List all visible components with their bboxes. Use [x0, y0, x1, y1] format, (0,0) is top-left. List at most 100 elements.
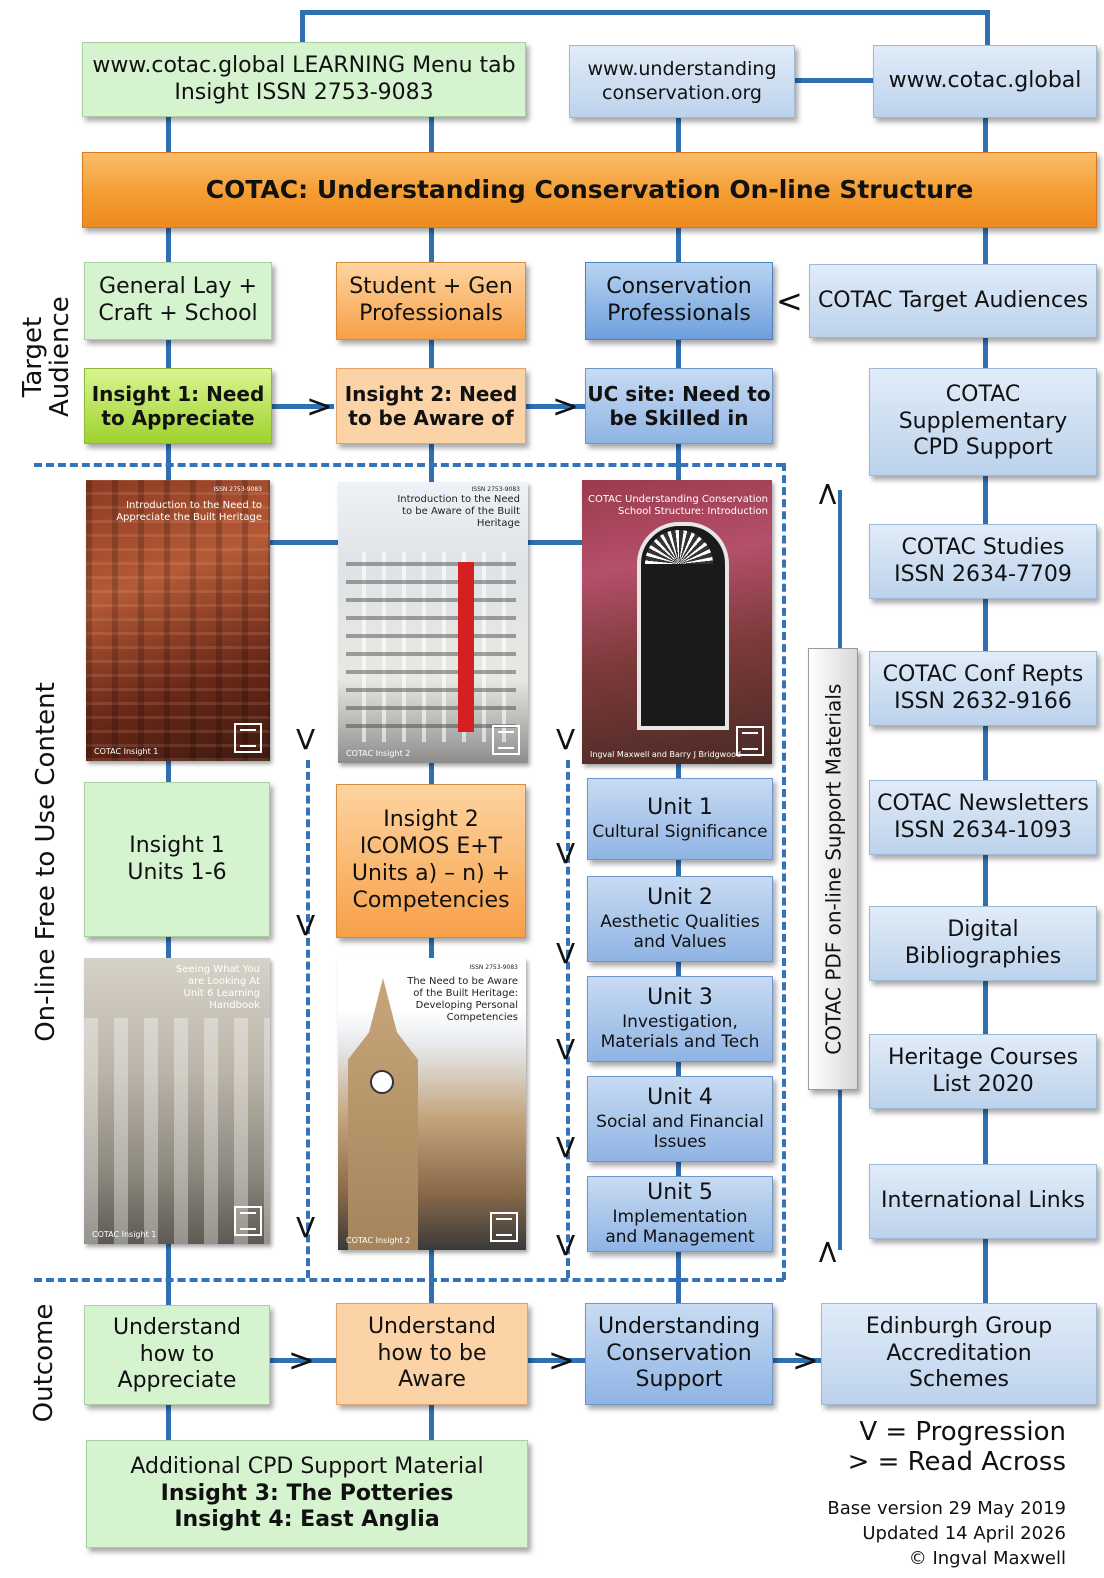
- competencies-cover-title-line2: of the Built Heritage:: [413, 988, 518, 999]
- insight2-units-line2: ICOMOS E+T: [359, 834, 503, 860]
- unit-1-subtitle: Cultural Significance: [592, 822, 768, 843]
- insight1-cover-issn: ISSN 2753-9083: [213, 486, 263, 493]
- level-insight2-line2: to be Aware of: [348, 406, 514, 430]
- version-notes: Base version 29 May 2019 Updated 14 Apri…: [827, 1496, 1066, 1572]
- uc-cover-footer: Ingval Maxwell and Barry J Bridgwood: [590, 750, 742, 759]
- insight2-cover[interactable]: Introduction to the Need to be Aware of …: [338, 482, 528, 763]
- insight2-cover-title-line3: Heritage: [476, 518, 520, 529]
- col1-line: [166, 115, 171, 1445]
- target-audiences-label: COTAC Target Audiences: [817, 287, 1089, 313]
- outcome-aware[interactable]: Understand how to be Aware: [336, 1303, 528, 1405]
- top-loop-left: [300, 10, 305, 48]
- learning-menu-line1: www.cotac.global LEARNING Menu tab: [92, 52, 516, 78]
- support-arrow-top: <: [809, 480, 848, 508]
- unit6-cover-title-line1: Seeing What You: [176, 964, 260, 975]
- online-content-text: On-line Free to Use Content: [31, 682, 61, 1042]
- unit-2-subtitle-line1: Aesthetic Qualities: [600, 911, 760, 932]
- audience-lay-line2: Craft + School: [98, 301, 258, 326]
- conf-repts-box[interactable]: COTAC Conf Repts ISSN 2632-9166: [869, 651, 1097, 726]
- audience-conservation-line1: Conservation: [606, 274, 752, 300]
- unit-2-title: Unit 2: [647, 884, 713, 910]
- cotac-studies-box[interactable]: COTAC Studies ISSN 2634-7709: [869, 524, 1097, 599]
- cotac-site-box[interactable]: www.cotac.global: [873, 45, 1097, 118]
- insight1-cover-title-line2: Appreciate the Built Heritage: [116, 512, 262, 523]
- unit-1-title: Unit 1: [647, 795, 713, 821]
- audience-student[interactable]: Student + Gen Professionals: [336, 262, 526, 340]
- read-across-back-symbol: <: [776, 282, 803, 320]
- bibliographies-box[interactable]: Digital Bibliographies: [869, 906, 1097, 981]
- read-across-symbol-5: >: [792, 1341, 819, 1379]
- cotac-logo-icon: [234, 723, 262, 753]
- insight1-units-line1: Insight 1: [129, 832, 225, 858]
- newsletters-box[interactable]: COTAC Newsletters ISSN 2634-1093: [869, 780, 1097, 855]
- progression-v-8: V: [556, 1131, 576, 1164]
- unit6-cover-footer: COTAC Insight 1: [92, 1230, 157, 1239]
- read-across-symbol-1: >: [306, 387, 333, 425]
- read-across-symbol-3: >: [288, 1341, 315, 1379]
- level-link-2: [526, 404, 586, 409]
- uc-cover-title-line2: School Structure: Introduction: [617, 506, 768, 517]
- cotac-logo-icon: [736, 726, 764, 756]
- audience-student-line2: Professionals: [359, 301, 503, 326]
- unit-5-box[interactable]: Unit 5 Implementation and Management: [587, 1176, 773, 1252]
- outcome-uc-support[interactable]: Understanding Conservation Support: [585, 1303, 773, 1405]
- structure-title-text: COTAC: Understanding Conservation On-lin…: [205, 174, 974, 204]
- uc-cover[interactable]: COTAC Understanding Conservation School …: [582, 480, 772, 764]
- level-uc-site[interactable]: UC site: Need to be Skilled in: [585, 368, 773, 444]
- competencies-cover-title-line1: The Need to be Aware: [407, 976, 518, 987]
- competencies-cover[interactable]: The Need to be Aware of the Built Herita…: [338, 958, 526, 1250]
- outcome-link-1: [270, 1358, 336, 1363]
- insight2-units-line1: Insight 2: [383, 807, 479, 833]
- unit-3-subtitle-line2: Materials and Tech: [600, 1032, 760, 1053]
- outcome-uc-support-line2: Conservation: [606, 1340, 752, 1366]
- international-links-box[interactable]: International Links: [869, 1164, 1097, 1239]
- level-insight2[interactable]: Insight 2: Need to be Aware of: [336, 368, 526, 444]
- unit-2-subtitle-line2: and Values: [633, 932, 727, 953]
- outcome-appreciate[interactable]: Understand how to Appreciate: [84, 1305, 270, 1405]
- top-loop-line: [302, 10, 990, 15]
- unit-2-box[interactable]: Unit 2 Aesthetic Qualities and Values: [587, 876, 773, 962]
- structure-title: COTAC: Understanding Conservation On-lin…: [82, 152, 1097, 228]
- unit6-cover-title: Seeing What You are Looking At Unit 6 Le…: [176, 964, 260, 1012]
- unit-1-box[interactable]: Unit 1 Cultural Significance: [587, 778, 773, 860]
- level-insight1-line2: to Appreciate: [101, 406, 255, 430]
- learning-menu-box[interactable]: www.cotac.global LEARNING Menu tab Insig…: [82, 42, 526, 117]
- outcome-aware-line3: Aware: [398, 1367, 466, 1393]
- insight2-units-box[interactable]: Insight 2 ICOMOS E+T Units a) – n) + Com…: [336, 784, 526, 938]
- international-links-label: International Links: [881, 1188, 1085, 1214]
- content-bottom-border: [34, 1278, 784, 1282]
- unit-5-subtitle-line1: Implementation: [612, 1206, 748, 1227]
- level-insight1[interactable]: Insight 1: Need to Appreciate: [84, 368, 272, 444]
- insight1-cover[interactable]: Introduction to the Need to Appreciate t…: [86, 480, 270, 761]
- unit-4-box[interactable]: Unit 4 Social and Financial Issues: [587, 1076, 773, 1162]
- legend-read-across: > = Read Across: [847, 1446, 1066, 1477]
- target-audiences-box[interactable]: COTAC Target Audiences: [809, 264, 1097, 338]
- insight1-units-line2: Units 1-6: [127, 859, 227, 885]
- unit6-cover[interactable]: Seeing What You are Looking At Unit 6 Le…: [84, 958, 270, 1244]
- audience-conservation[interactable]: Conservation Professionals: [585, 262, 773, 340]
- outcome-edinburgh[interactable]: Edinburgh Group Accreditation Schemes: [821, 1303, 1097, 1405]
- support-materials-bar[interactable]: COTAC PDF on-line Support Materials: [808, 648, 858, 1090]
- outcome-uc-support-line3: Support: [635, 1367, 723, 1393]
- insight2-cover-footer: COTAC Insight 2: [346, 749, 411, 758]
- heritage-courses-line2: List 2020: [932, 1071, 1034, 1097]
- audience-lay[interactable]: General Lay + Craft + School: [84, 262, 272, 340]
- unit6-cover-title-line4: Handbook: [209, 1000, 260, 1011]
- cpd-support-box[interactable]: COTAC Supplementary CPD Support: [869, 368, 1097, 476]
- insight1-units-box[interactable]: Insight 1 Units 1-6: [84, 782, 270, 937]
- level-uc-site-line1: UC site: Need to: [587, 381, 771, 406]
- unit-3-box[interactable]: Unit 3 Investigation, Materials and Tech: [587, 976, 773, 1062]
- additional-cpd-box[interactable]: Additional CPD Support Material Insight …: [86, 1440, 528, 1548]
- outcome-link-2: [528, 1358, 588, 1363]
- outcome-aware-line2: how to be: [377, 1340, 487, 1366]
- outcome-link-3: [773, 1358, 823, 1363]
- heritage-courses-box[interactable]: Heritage Courses List 2020: [869, 1034, 1097, 1109]
- level-insight2-line1: Insight 2: Need: [344, 381, 518, 406]
- competencies-cover-title: The Need to be Aware of the Built Herita…: [407, 976, 518, 1024]
- competencies-cover-issn: ISSN 2753-9083: [469, 964, 519, 971]
- uc-site-box[interactable]: www.understanding conservation.org: [569, 45, 795, 118]
- support-arrow-bottom: <: [809, 1238, 848, 1266]
- audience-conservation-line2: Professionals: [607, 301, 751, 326]
- conf-repts-line2: ISSN 2632-9166: [894, 688, 1072, 714]
- outcome-edinburgh-line1: Edinburgh Group: [865, 1313, 1053, 1339]
